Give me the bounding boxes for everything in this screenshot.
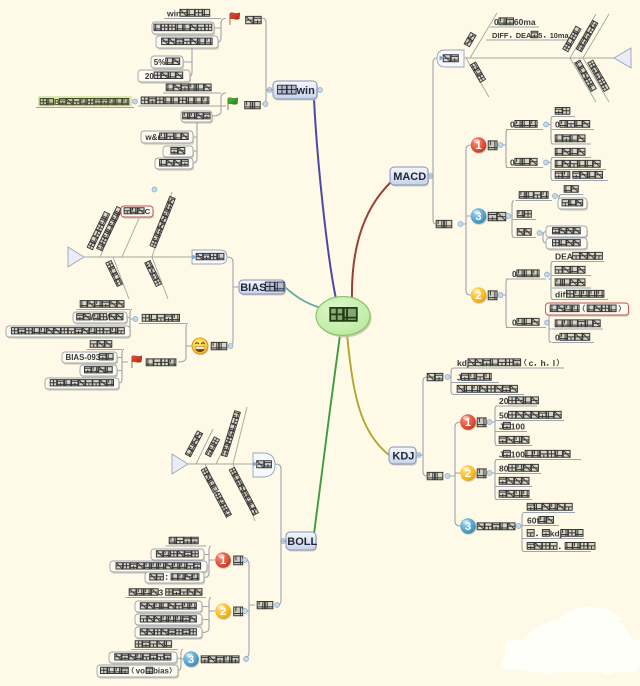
svg-text:DIFF: DIFF bbox=[492, 31, 509, 40]
svg-text:l: l bbox=[553, 358, 555, 368]
svg-text:DEA: DEA bbox=[516, 31, 532, 40]
svg-text:J: J bbox=[499, 422, 504, 432]
svg-text:60ma: 60ma bbox=[514, 17, 536, 27]
svg-text:2: 2 bbox=[465, 468, 471, 480]
svg-text:20: 20 bbox=[145, 72, 155, 81]
svg-text:BIAS: BIAS bbox=[240, 282, 266, 294]
svg-text:50: 50 bbox=[499, 411, 509, 421]
svg-text:5: 5 bbox=[538, 31, 542, 40]
svg-text:J: J bbox=[499, 450, 504, 460]
svg-text:0: 0 bbox=[494, 17, 499, 27]
svg-text:80: 80 bbox=[499, 464, 509, 474]
svg-text:0: 0 bbox=[555, 333, 560, 343]
svg-text:diff: diff bbox=[555, 290, 568, 300]
svg-text:KDJ: KDJ bbox=[392, 451, 414, 463]
svg-text:kdj: kdj bbox=[550, 529, 562, 539]
svg-text:kdj: kdj bbox=[457, 358, 469, 368]
svg-text:0: 0 bbox=[510, 158, 515, 168]
svg-text:vol: vol bbox=[136, 667, 147, 676]
svg-text:/: / bbox=[211, 491, 218, 496]
svg-text:win: win bbox=[296, 85, 316, 97]
svg-text:0: 0 bbox=[512, 269, 517, 279]
svg-text:0: 0 bbox=[510, 120, 515, 130]
svg-text:win: win bbox=[166, 9, 181, 19]
svg-text:2: 2 bbox=[220, 606, 226, 618]
svg-text:MACD: MACD bbox=[393, 171, 426, 183]
svg-text:10ma: 10ma bbox=[550, 31, 570, 40]
svg-text:/: / bbox=[107, 313, 110, 322]
svg-text:C: C bbox=[145, 207, 151, 216]
svg-text:DEA: DEA bbox=[555, 252, 573, 262]
svg-text:60f: 60f bbox=[527, 516, 539, 526]
svg-text:3: 3 bbox=[475, 211, 481, 223]
svg-text:2: 2 bbox=[475, 290, 481, 302]
svg-text:J: J bbox=[457, 373, 462, 383]
svg-text:20: 20 bbox=[499, 396, 509, 406]
svg-text:0: 0 bbox=[555, 120, 560, 130]
svg-text:w&r: w&r bbox=[144, 133, 161, 142]
svg-text:5%: 5% bbox=[154, 58, 166, 67]
svg-text:B: B bbox=[54, 98, 60, 107]
svg-text:3: 3 bbox=[465, 521, 471, 533]
svg-text:100: 100 bbox=[511, 450, 525, 460]
svg-text:1: 1 bbox=[465, 417, 471, 429]
svg-text:h: h bbox=[541, 358, 546, 368]
svg-text:3: 3 bbox=[159, 589, 164, 598]
svg-text:BOLL: BOLL bbox=[287, 536, 317, 548]
svg-text:0: 0 bbox=[512, 318, 517, 328]
svg-text:/: / bbox=[91, 313, 94, 322]
svg-text:c: c bbox=[529, 358, 534, 368]
svg-text:bias: bias bbox=[153, 667, 169, 676]
svg-text:1: 1 bbox=[475, 140, 481, 152]
svg-text:100: 100 bbox=[511, 422, 525, 432]
svg-text:BIAS-093: BIAS-093 bbox=[66, 353, 101, 362]
svg-text:3: 3 bbox=[188, 654, 194, 666]
svg-text:1: 1 bbox=[220, 555, 226, 567]
